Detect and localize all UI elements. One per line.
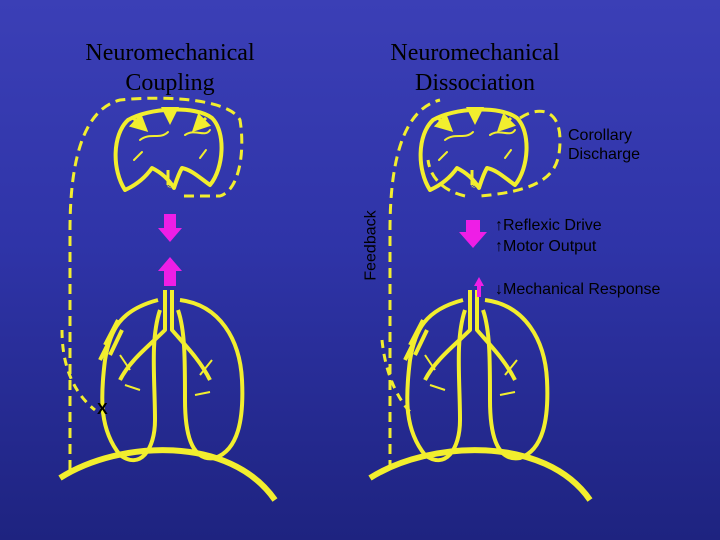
intercostal-muscles — [403, 319, 429, 361]
label-line-2: Discharge — [568, 146, 641, 163]
block-mark: X — [97, 401, 108, 418]
label-feedback: Feedback — [362, 210, 380, 281]
corollary-discharge-pathway — [426, 109, 562, 198]
reflexic-drive-arrow-icon — [459, 220, 487, 248]
left-figure: ※ — [58, 96, 278, 502]
title-line-2: Dissociation — [415, 70, 535, 96]
label-motor-output: ↑Motor Output — [495, 238, 597, 255]
diaphragm — [58, 447, 278, 502]
label-reflexic-drive: ↑Reflexic Drive — [495, 217, 602, 234]
feedback-pathway — [388, 98, 441, 470]
motor-output-arrow-icon — [158, 214, 182, 242]
label-corollary-discharge: Corollary Discharge — [568, 126, 640, 164]
title-neuromechanical-coupling: Neuromechanical Coupling — [45, 38, 295, 98]
label-mechanical-response: ↓Mechanical Response — [495, 281, 661, 298]
lungs-icon — [405, 290, 550, 463]
svg-text:※: ※ — [470, 181, 478, 191]
title-line-1: Neuromechanical — [85, 40, 255, 66]
svg-text:※: ※ — [166, 181, 174, 191]
intercostal-muscles — [98, 319, 124, 361]
title-neuromechanical-dissociation: Neuromechanical Dissociation — [345, 38, 605, 98]
right-figure: ※ — [368, 98, 593, 502]
label-line-1: Corollary — [568, 127, 633, 144]
title-line-1: Neuromechanical — [390, 40, 560, 66]
lungs-icon — [100, 290, 245, 463]
title-line-2: Coupling — [125, 70, 215, 96]
diaphragm — [368, 447, 593, 502]
reduced-mechanical-arrow-icon — [474, 277, 484, 297]
mechanical-response-arrow-icon — [158, 257, 182, 286]
feedback-pathway — [68, 96, 244, 470]
